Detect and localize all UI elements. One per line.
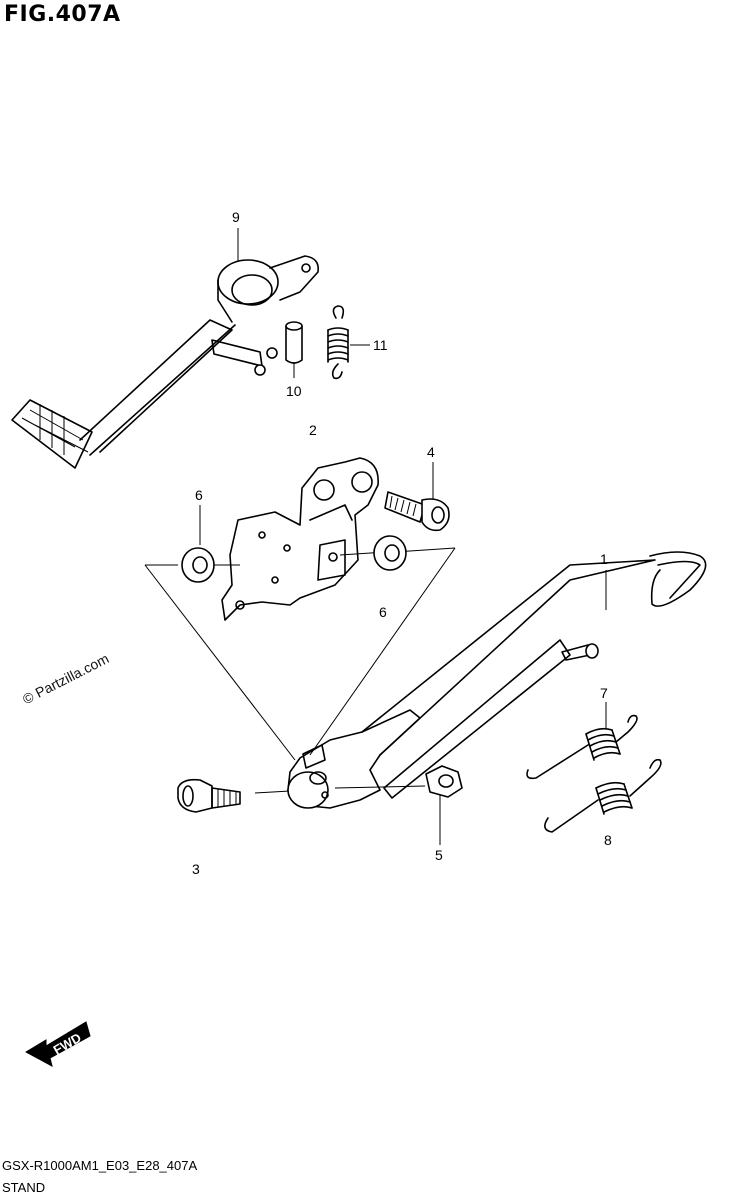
- stand-bracket-part-2: [221, 457, 379, 621]
- callout-10: 10: [286, 383, 302, 399]
- side-stand-part-1: [287, 551, 707, 809]
- collar-part-10: [285, 321, 303, 364]
- callout-3: 3: [192, 861, 200, 877]
- washer-part-6: [181, 535, 407, 583]
- callout-5: 5: [435, 847, 443, 863]
- callout-11: 11: [373, 337, 388, 353]
- callout-6-right: 6: [379, 604, 387, 620]
- callout-4: 4: [427, 444, 435, 460]
- spring-part-11: [327, 305, 349, 380]
- figure-name: STAND: [2, 1180, 46, 1195]
- callout-2: 2: [309, 422, 317, 438]
- bracket-lines: [144, 547, 456, 761]
- pivot-bolt-part-3: [177, 778, 241, 813]
- callout-1: 1: [600, 551, 608, 567]
- fwd-arrow-icon: FWD: [24, 1021, 91, 1067]
- callout-8: 8: [604, 832, 612, 848]
- callout-7: 7: [600, 685, 608, 701]
- nut-part-5: [425, 765, 463, 798]
- figure-code: GSX-R1000AM1_E03_E28_407A: [2, 1158, 198, 1173]
- callout-9: 9: [232, 209, 240, 225]
- figure-title: FIG.407A: [4, 2, 121, 27]
- bolt-part-4: [384, 491, 450, 532]
- brake-pedal-part-9: [11, 255, 320, 469]
- spring-part-8: [544, 758, 662, 833]
- leader-lines: [199, 228, 607, 845]
- callout-6-left: 6: [195, 487, 203, 503]
- spring-part-7: [526, 714, 638, 780]
